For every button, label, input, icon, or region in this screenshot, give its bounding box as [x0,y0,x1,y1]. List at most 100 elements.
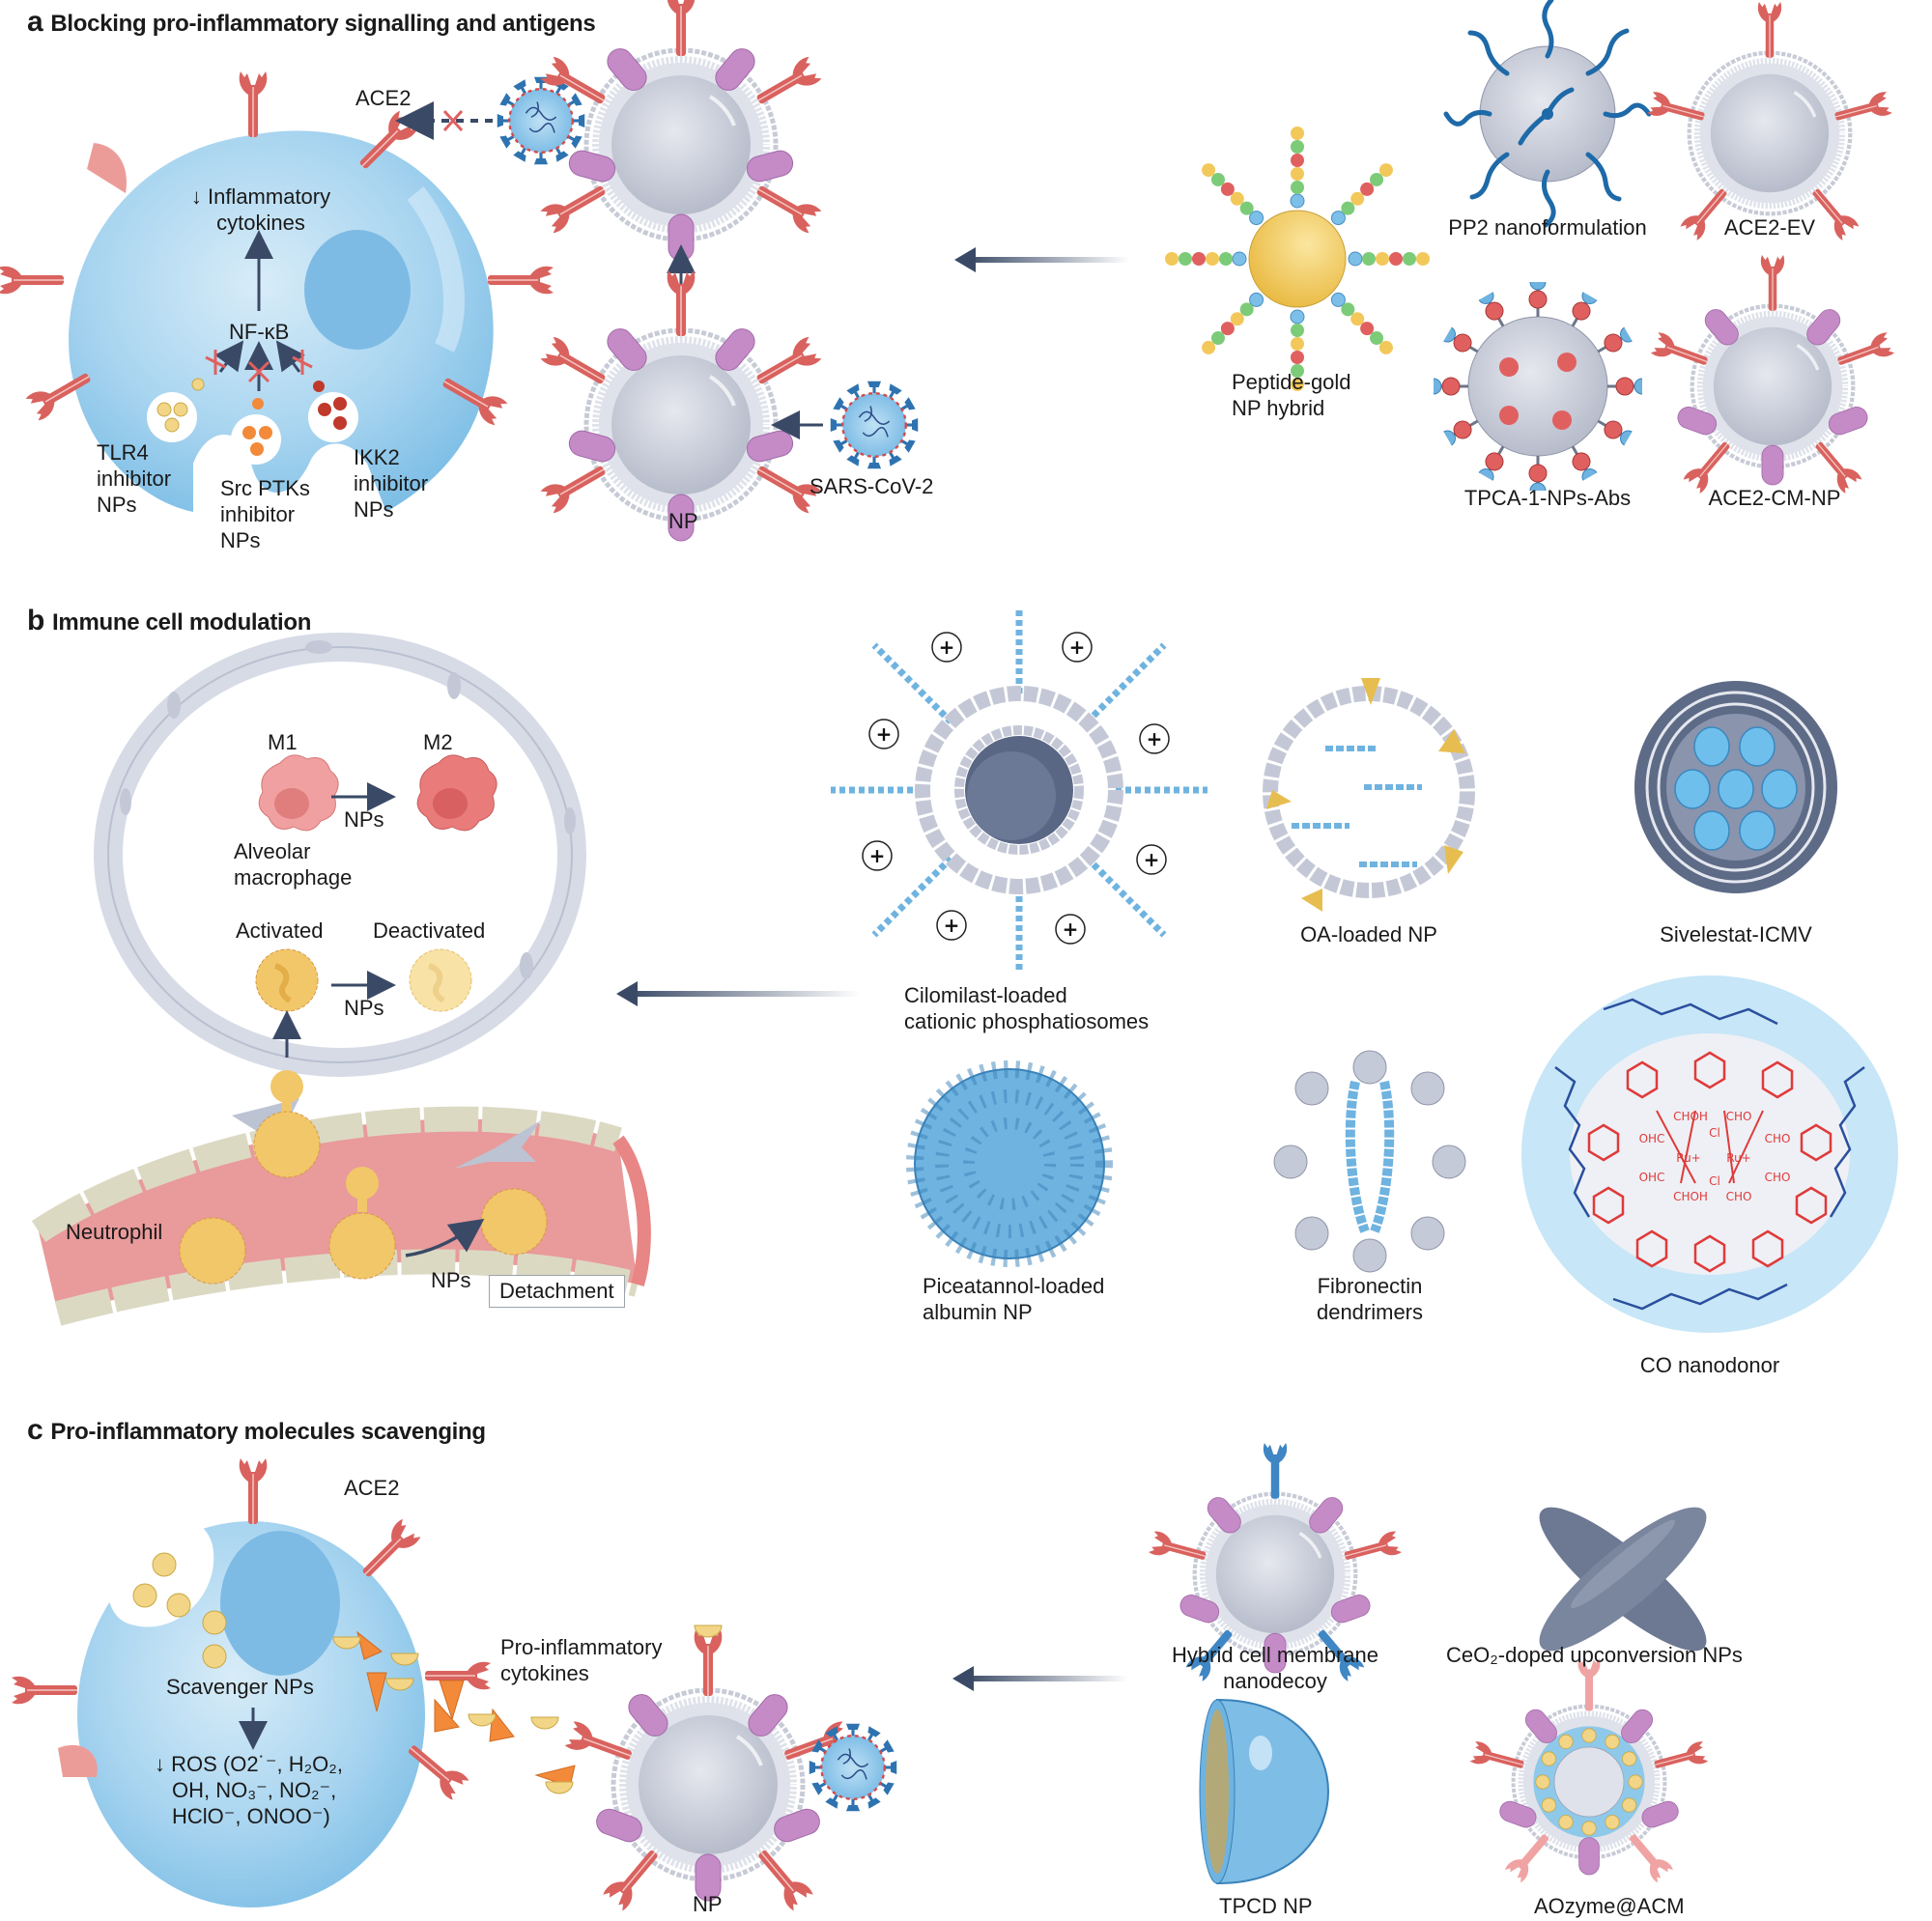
neutrophil-transmigrating [253,1070,321,1178]
label-ceo2-upconversion-nps: CeO₂-doped upconversion NPs [1446,1643,1743,1667]
ace2-ev [1646,1,1893,242]
macrophage-m1 [258,754,339,832]
scavenger-nps [132,1552,227,1669]
label-np-a: NP [668,509,698,533]
peptide-gold-np [1164,127,1431,392]
panel-letter: c [27,1414,43,1446]
ace2-receptor [487,265,554,296]
neutrophil-detached [480,1188,548,1256]
label-scavenger-nps: Scavenger NPs [166,1675,314,1699]
label-m1: M1 [268,730,298,754]
label-oa-loaded-np: OA-loaded NP [1300,922,1437,946]
neutrophil-adherent [328,1167,396,1280]
label-m2: M2 [423,730,453,754]
svg-text:+: + [1147,727,1163,750]
svg-text:CHO: CHO [1726,1190,1752,1203]
label-detachment: Detachment [489,1275,625,1308]
label-pp2-nanoformulation: PP2 nanoformulation [1448,215,1647,240]
label-activated: Activated [236,918,324,943]
np-capture [539,269,823,542]
svg-text:Cl: Cl [1709,1174,1720,1188]
label-sivelestat-icmv: Sivelestat-ICMV [1660,922,1812,946]
panel-b-title: b Immune cell modulation [27,605,311,637]
sars-cov-2-icon [829,380,920,470]
svg-text:+: + [1063,918,1079,941]
panel-c-title: c Pro-inflammatory molecules scavenging [27,1414,486,1447]
label-tpcd-np: TPCD NP [1219,1894,1313,1918]
ace2-receptor [0,265,65,296]
host-cell-c [11,1457,492,1907]
block-x-marks [205,350,313,383]
pp2-nanoformulation [1443,0,1652,228]
peptide-chains [1164,127,1431,392]
np-scavenger [563,1624,853,1913]
block-x-icon [442,109,464,132]
section-arrow-a [966,257,1130,263]
label-neutrophil: Neutrophil [66,1220,163,1244]
cilomilast-phosphatiosome: ++ ++ ++ ++ [831,607,1208,974]
macrophage-m2 [416,754,497,832]
label-alveolar-macrophage: Alveolar macrophage [234,839,353,890]
panel-a-heading: Blocking pro-inflammatory signalling and… [50,11,596,37]
label-cilomilast-phosphatiosomes: Cilomilast-loaded cationic phosphatiosom… [904,983,1150,1033]
label-nps-neutrophil: NPs [344,996,384,1020]
svg-text:CHOH: CHOH [1673,1190,1708,1203]
svg-text:OHC: OHC [1639,1132,1665,1145]
label-nps-detachment: NPs [431,1268,471,1292]
phenyl-rings [1587,1051,1833,1273]
label-hybrid-nanodecoy: Hybrid cell membrane nanodecoy [1172,1643,1378,1693]
label-src-ptks-inhibitor: Src PTKs inhibitor NPs [220,476,310,552]
svg-text:CHO: CHO [1765,1171,1791,1184]
label-ace2-ev: ACE2-EV [1723,215,1816,240]
membrane-protein [87,143,127,193]
label-ros-line1: ↓ ROS (O2˙⁻, H₂O₂, [155,1752,343,1776]
np-decoy [539,0,823,262]
label-ros-line3: HClO⁻, ONOO⁻) [172,1804,330,1828]
svg-text:Cl: Cl [1709,1126,1720,1140]
virus-icon [808,1722,898,1813]
label-aozyme-acm: AOzyme@ACM [1534,1894,1685,1918]
cytokines [332,1630,576,1794]
svg-text:+: + [876,722,893,746]
neutrophil-activated [255,948,319,1012]
label-ace2-a: ACE2 [355,86,412,110]
ru-label: Ru+ [1726,1151,1750,1165]
label-deactivated: Deactivated [373,918,486,943]
svg-text:+: + [869,844,886,867]
membrane-protein [58,1744,98,1777]
section-arrow-b [628,991,860,997]
ceo2-upconversion-nps [1539,1507,1707,1652]
label-sars-cov-2: SARS-CoV-2 [810,474,934,498]
panel-c-heading: Pro-inflammatory molecules scavenging [50,1419,486,1445]
svg-text:+: + [1069,636,1086,659]
ace2-cm-np [1649,254,1896,495]
ru-label: Ru+ [1676,1151,1700,1165]
panel-letter: a [27,6,43,38]
label-ikk2-inhibitor: IKK2 inhibitor NPs [354,445,429,522]
svg-text:+: + [944,914,960,937]
panel-letter: b [27,605,45,636]
piceatannol-albumin-np [906,1060,1113,1267]
label-ace2-c: ACE2 [344,1476,400,1500]
label-tpca-1-nps-abs: TPCA-1-NPs-Abs [1463,486,1632,510]
svg-text:CHOH: CHOH [1673,1110,1708,1123]
neutrophil-circulating [179,1217,246,1285]
label-nf-kb: NF-κB [229,320,290,344]
label-pro-inflammatory-cytokines: Pro-inflammatory cytokines [500,1635,663,1685]
neutrophil-deactivated [409,948,472,1012]
panel-b-artwork: ++ ++ ++ ++ [31,607,1898,1333]
panel-b-heading: Immune cell modulation [52,609,312,636]
svg-text:CHO: CHO [1765,1132,1791,1145]
tpcd-np [1199,1698,1330,1885]
svg-text:CHO: CHO [1726,1110,1752,1123]
sivelestat-icmv [1634,681,1837,893]
label-piceatannol-albumin-np: Piceatannol-loaded albumin NP [923,1274,1105,1324]
section-arrow-c [964,1676,1128,1681]
fibroblast [454,1120,541,1169]
oa-loaded-np [1263,678,1475,912]
panel-a-artwork [0,0,1896,542]
aozyme-acm [1468,1658,1710,1884]
co-nanodonor: Ru+ Ru+ CHOH CHO OHC CHO Cl Cl OHC CHO C… [1521,975,1898,1333]
label-co-nanodonor: CO nanodonor [1639,1353,1780,1377]
